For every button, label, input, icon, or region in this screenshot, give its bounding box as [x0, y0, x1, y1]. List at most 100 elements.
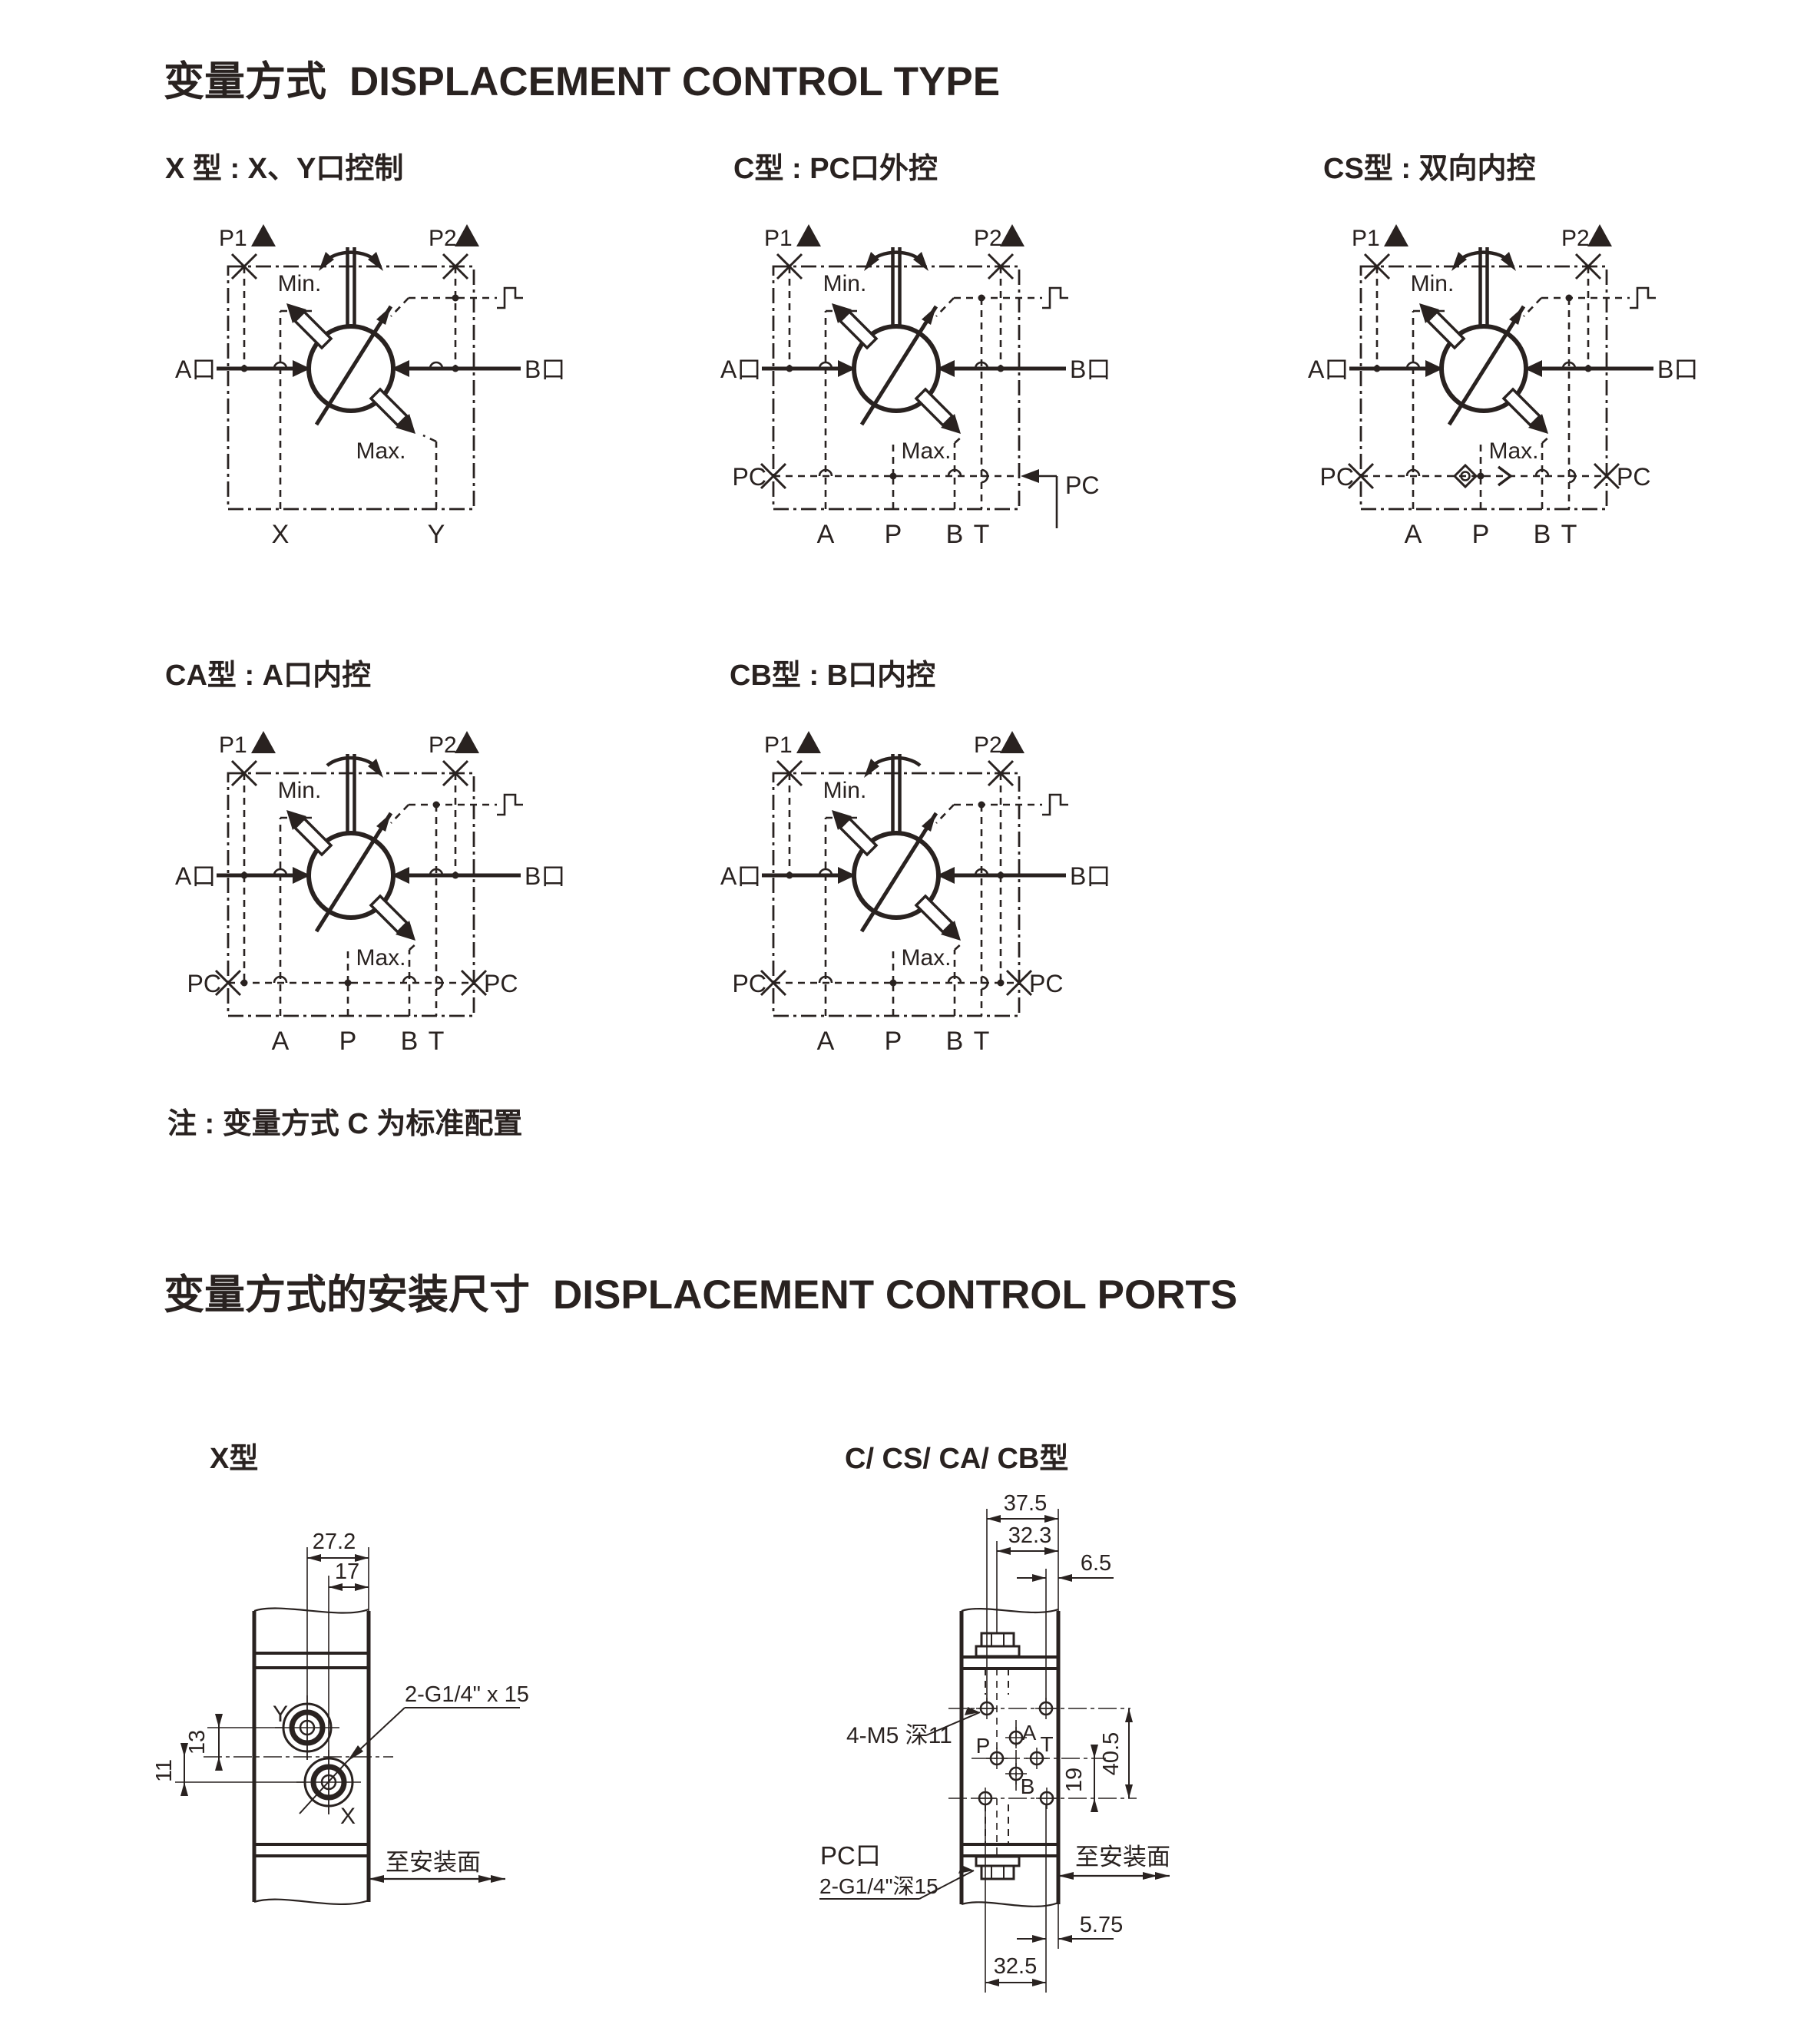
gauge-triangle-icon — [251, 224, 276, 246]
cs-frame: P1 P2 A口 B口 Min. Max. — [1308, 224, 1698, 549]
bottom-port-label: Y — [428, 520, 445, 549]
gauge-triangle-icon — [1000, 731, 1024, 753]
bottom-port-label: A — [272, 1027, 290, 1056]
bolt-head-bottom — [980, 1864, 1015, 1880]
section1-title-zh: 变量方式 — [164, 58, 326, 104]
gauge-triangle-icon — [455, 224, 479, 246]
b-pilot-line — [1541, 435, 1551, 509]
y-port-label: Y — [273, 1702, 288, 1727]
bolt-washer-bottom — [975, 1855, 1021, 1867]
min-label: Min. — [278, 271, 322, 296]
m5-hole-icon — [975, 1696, 999, 1721]
p1-label: P1 — [1352, 226, 1380, 251]
dim-27-2: 27.2 — [313, 1530, 356, 1554]
dim-32-5: 32.5 — [994, 1954, 1037, 1979]
y-pilot-line — [422, 434, 438, 509]
dim-11: 11 — [152, 1759, 177, 1782]
subtitle-cs-type: CS型 : 双向内控 — [1323, 153, 1536, 185]
min-label: Min. — [823, 778, 867, 803]
p2-label: P2 — [1561, 226, 1590, 251]
gauge-triangle-icon — [1000, 224, 1024, 246]
port-t-label: T — [1040, 1732, 1053, 1756]
bottom-port-label: P — [1472, 520, 1490, 549]
port-b-label: B口 — [525, 356, 565, 383]
subtitle-x-type: X 型 : X、Y口控制 — [165, 153, 404, 185]
port-a-label: A口 — [720, 356, 761, 383]
max-label: Max. — [901, 945, 951, 971]
bottom-port-label: T — [974, 1027, 990, 1056]
circuit-boundary — [227, 772, 475, 1017]
port-p-label: P — [976, 1734, 991, 1758]
bottom-port-label: X — [272, 520, 290, 549]
max-label: Max. — [1488, 438, 1538, 464]
section2-title-zh: 变量方式的安装尺寸 — [164, 1272, 530, 1318]
rotation-arc — [868, 250, 925, 264]
holes-callout: 4-M5 深11 — [846, 1723, 952, 1748]
stroke-limiter-icon — [495, 286, 525, 309]
max-arrow-icon — [369, 388, 417, 435]
m5-hole-icon — [1034, 1696, 1058, 1721]
break-line-top — [961, 1608, 1059, 1614]
schematic-ca-type: P1 P2 A口 B口 Min. Max. — [175, 731, 565, 1056]
min-label: Min. — [278, 778, 322, 803]
dim-32-3: 32.3 — [1008, 1523, 1051, 1548]
a-pilot-line — [824, 816, 857, 1016]
to-mount-label: 至安装面 — [1075, 1844, 1170, 1870]
pc-right-label: PC — [1617, 463, 1650, 491]
dimension-drawing-c-type: A P T B 37.5 32.3 6.5 4-M5 深11 — [819, 1491, 1170, 1993]
schematic-cs-type: P1 P2 A口 B口 Min. Max. — [1308, 224, 1698, 549]
subtitle-ports-c: C/ CS/ CA/ CB型 — [845, 1443, 1069, 1475]
p1-label: P1 — [764, 226, 793, 251]
bolt-washer-top — [975, 1645, 1021, 1658]
c-dim-body: A P T B — [948, 1509, 1137, 1993]
bottom-port-label: A — [817, 1027, 835, 1056]
dimension-drawing-x-type: Y X 27.2 17 13 11 2-G1/4" x 15 至安装面 — [152, 1530, 529, 1906]
subtitle-ports-x: X型 — [210, 1443, 259, 1475]
bottom-port-label: B — [1534, 520, 1551, 549]
section1-title: 变量方式 DISPLACEMENT CONTROL TYPE — [164, 49, 1000, 107]
dim-40-5: 40.5 — [1099, 1732, 1124, 1775]
pc-left-label: PC — [1320, 463, 1354, 491]
leader-line — [925, 1712, 981, 1736]
port-a-label: A口 — [720, 862, 761, 890]
a-pilot-line — [279, 816, 312, 1016]
pc-port-label: PC口 — [820, 1841, 881, 1870]
stroke-limiter-icon — [495, 793, 525, 816]
a-pilot-line — [824, 309, 857, 509]
bottom-port-label: P — [339, 1027, 357, 1056]
x-dim-dimensions: 27.2 17 13 11 2-G1/4" x 15 至安装面 — [152, 1530, 529, 1883]
section1-title-en: DISPLACEMENT CONTROL TYPE — [349, 58, 1001, 104]
min-arrow-icon — [830, 809, 878, 856]
port-b-label: B口 — [1070, 862, 1111, 890]
dim-19: 19 — [1062, 1768, 1087, 1792]
schematic-c-type: P1 P2 A口 B口 Min. Max. — [720, 224, 1111, 549]
max-arrow-icon — [915, 388, 962, 435]
section2-title-en: DISPLACEMENT CONTROL PORTS — [553, 1272, 1238, 1318]
ca-frame: P1 P2 A口 B口 Min. Max. — [175, 731, 565, 1056]
bottom-port-label: T — [1561, 520, 1577, 549]
rotation-arc — [323, 250, 379, 264]
pc-left-label: PC — [187, 970, 221, 997]
port-b-label: B — [1021, 1774, 1035, 1798]
port-a-label: A口 — [175, 356, 216, 383]
bottom-port-label: B — [401, 1027, 419, 1056]
p1-label: P1 — [219, 226, 247, 251]
dim-17: 17 — [335, 1559, 359, 1584]
port-b-label: B口 — [525, 862, 565, 890]
port-b-label: B口 — [1657, 356, 1698, 383]
max-label: Max. — [901, 438, 951, 464]
stroke-limiter-icon — [1041, 793, 1070, 816]
to-mount-label: 至安装面 — [386, 1849, 481, 1876]
gauge-triangle-icon — [796, 731, 821, 753]
thread-callout: 2-G1/4" x 15 — [405, 1682, 529, 1707]
p2-label: P2 — [429, 733, 457, 758]
leader-line — [919, 1870, 975, 1900]
cb-frame: P1 P2 A口 B口 Min. Max. — [720, 731, 1111, 1056]
max-label: Max. — [356, 945, 405, 971]
subtitle-c-type: C型 : PC口外控 — [733, 153, 938, 185]
c-dim-dimensions: 37.5 32.3 6.5 4-M5 深11 19 40.5 PC口 2-G1/… — [819, 1491, 1170, 1986]
pc-external-line — [1038, 475, 1058, 528]
dim-5-75: 5.75 — [1080, 1913, 1123, 1937]
bottom-port-label: B — [946, 1027, 964, 1056]
gauge-triangle-icon — [455, 731, 479, 753]
